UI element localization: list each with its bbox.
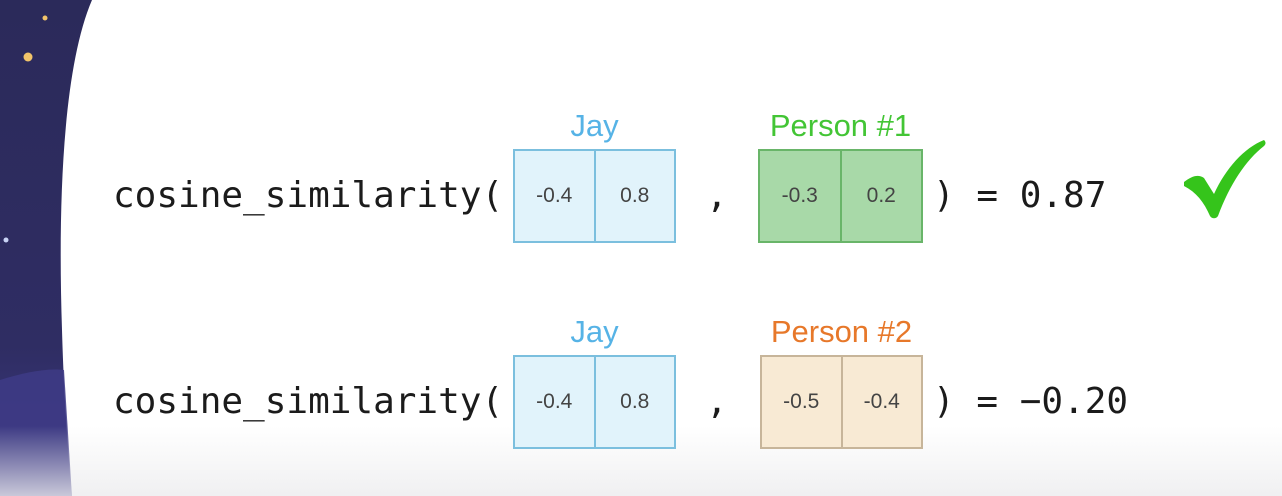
vector-cell: 0.8 [593,357,675,447]
vector-cell: 0.2 [839,151,922,241]
person1-label: Person #1 [769,108,912,143]
similarity-result: ) = 0.87 [933,175,1107,216]
comma: , [706,175,728,216]
vector-cell: 0.8 [593,151,675,241]
jay-label: Jay [570,108,619,143]
person1-vector: -0.3 0.2 [758,149,923,243]
jay-vector: -0.4 0.8 [513,149,676,243]
checkmark-icon [1184,140,1266,219]
comma: , [706,381,728,422]
star-dot [42,15,48,21]
vector-cell: -0.4 [536,184,573,207]
similarity-result: ) = −0.20 [933,381,1129,422]
jay-vector: -0.4 0.8 [513,355,676,449]
star-dot [23,52,33,62]
vector-cell: -0.5 [783,390,820,413]
jay-label: Jay [570,314,619,349]
vector-cell: -0.4 [536,390,573,413]
similarity-row-2: cosine_similarity( Jay -0.4 0.8 , Person… [0,312,1282,449]
vector-cell: -0.3 [781,184,818,207]
similarity-row-1: cosine_similarity( Jay -0.4 0.8 , Person… [0,106,1282,243]
person2-label: Person #2 [770,314,913,349]
vector-cell: -0.4 [840,357,922,447]
person2-vector: -0.5 -0.4 [760,355,923,449]
star-dot [3,237,9,243]
function-name: cosine_similarity( [113,175,504,216]
function-name: cosine_similarity( [113,381,504,422]
